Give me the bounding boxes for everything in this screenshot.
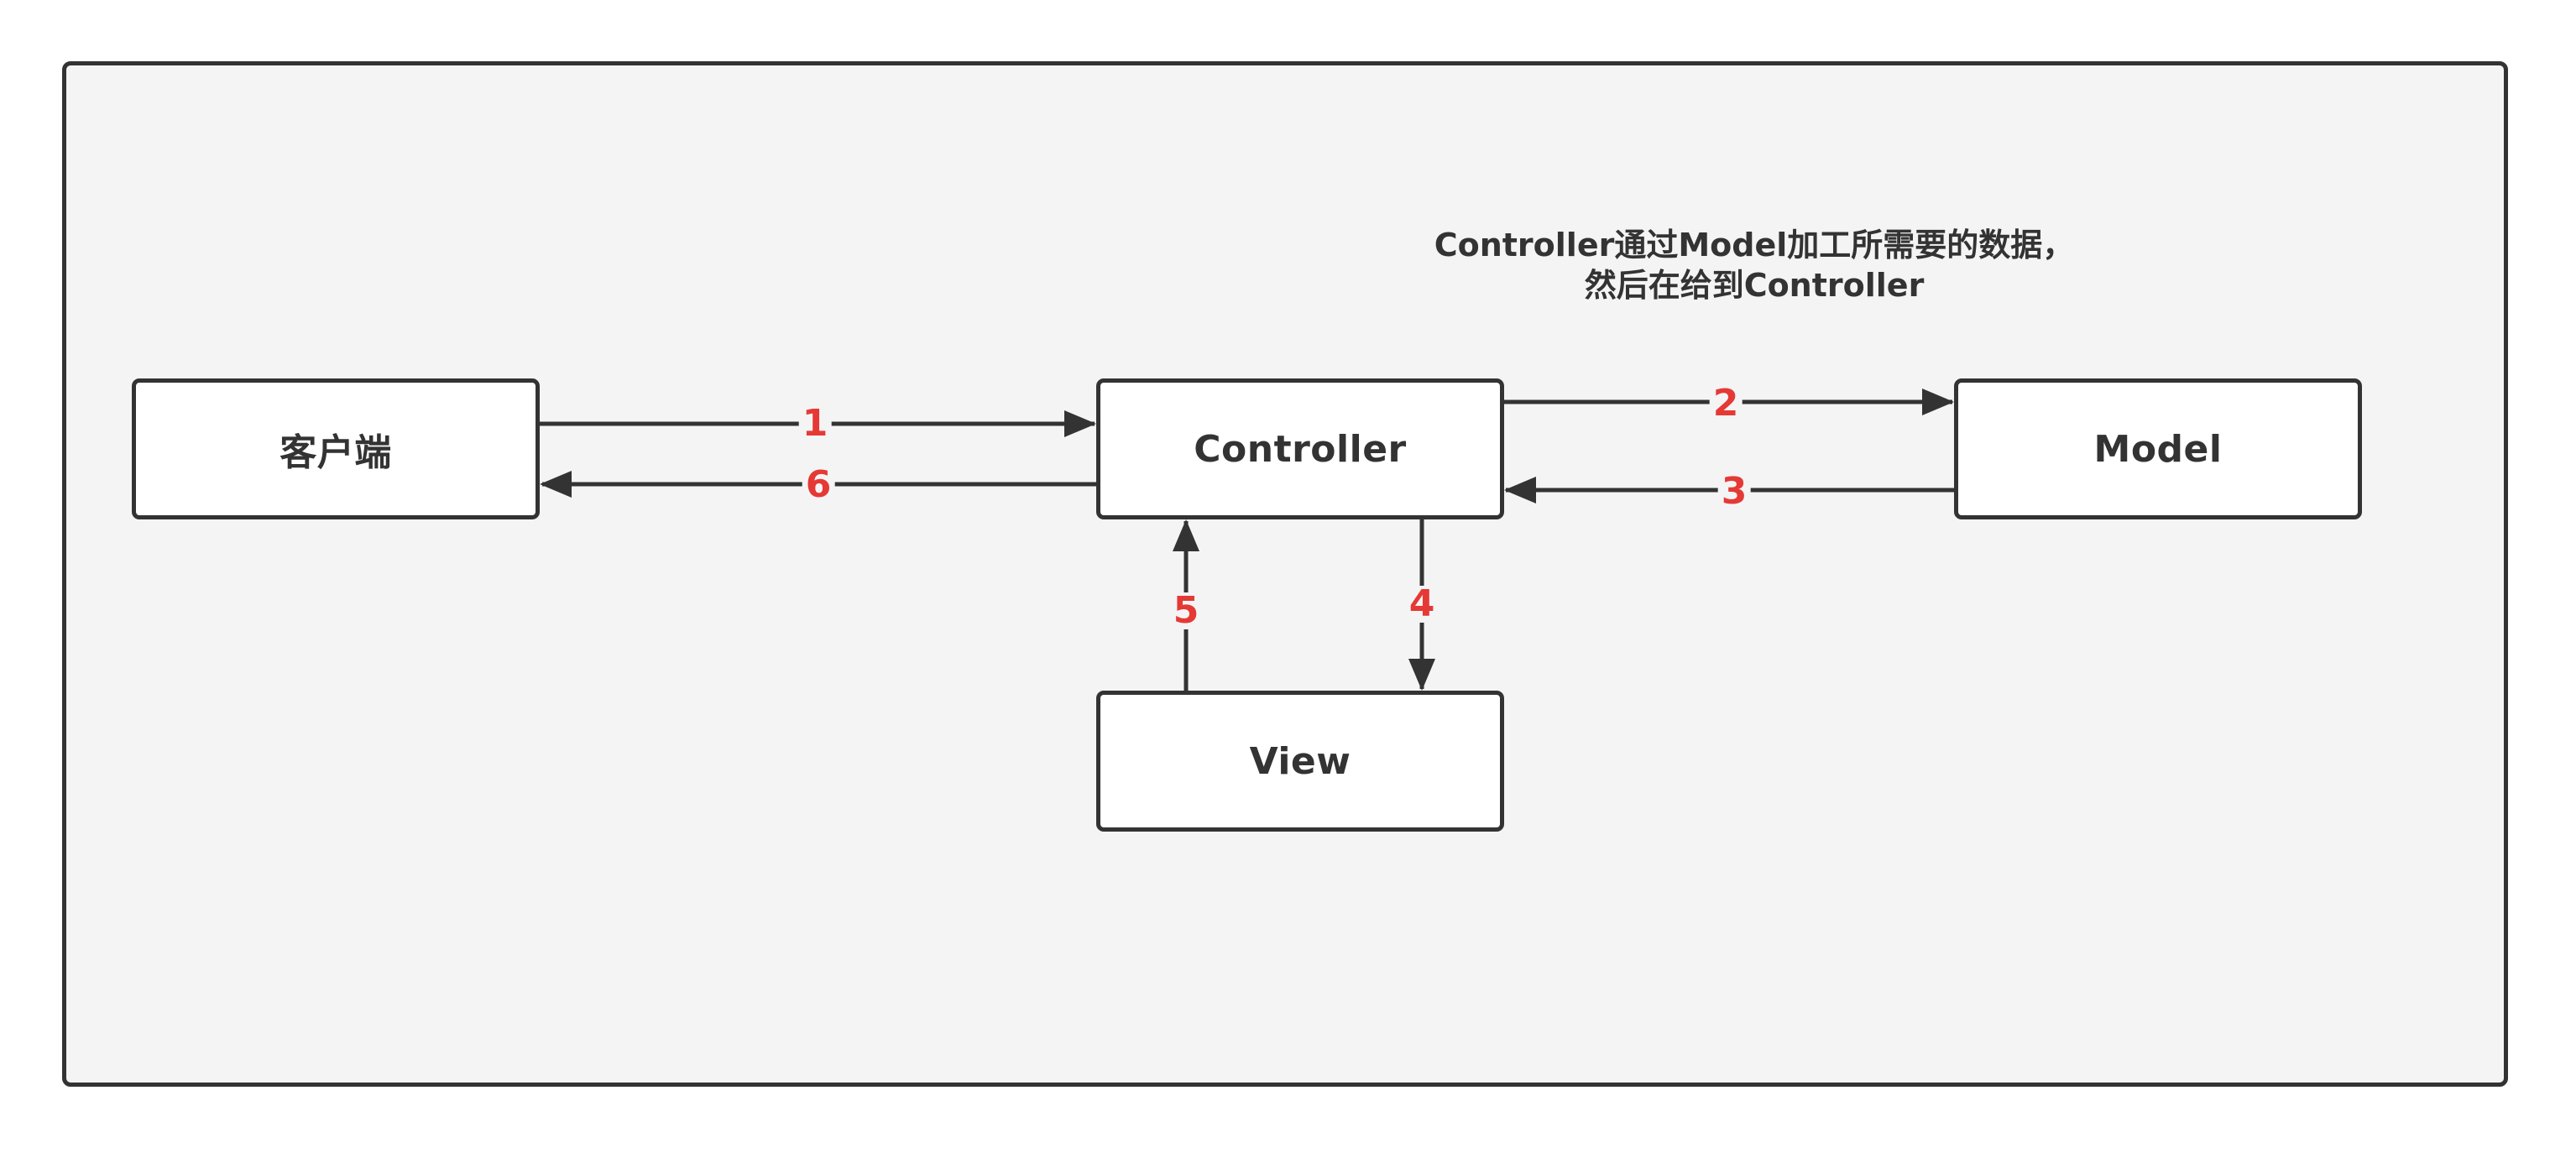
arrowhead-controller-to-client xyxy=(540,471,572,498)
step-label-5: 5 xyxy=(1169,592,1203,629)
model-node: Model xyxy=(1954,378,2362,519)
step-label-4: 4 xyxy=(1405,586,1439,623)
diagram-frame xyxy=(62,61,2508,1087)
client-node: 客户端 xyxy=(132,378,540,519)
view-node-label: View xyxy=(1249,739,1351,783)
note-line-1: Controller通过Model加工所需要的数据， xyxy=(1434,227,2075,263)
step-label-3: 3 xyxy=(1717,473,1751,510)
view-node: View xyxy=(1096,691,1504,832)
controller-model-note: Controller通过Model加工所需要的数据， 然后在给到Controll… xyxy=(1377,225,2132,305)
step-label-2: 2 xyxy=(1709,385,1743,422)
arrowhead-client-to-controller xyxy=(1064,410,1096,437)
client-node-label: 客户端 xyxy=(280,431,392,474)
arrowhead-controller-to-view xyxy=(1408,659,1435,691)
arrowhead-view-to-controller xyxy=(1173,519,1199,551)
arrowhead-controller-to-model xyxy=(1922,389,1954,415)
arrowhead-model-to-controller xyxy=(1504,477,1536,503)
step-label-1: 1 xyxy=(798,405,832,442)
step-label-6: 6 xyxy=(802,467,835,503)
model-node-label: Model xyxy=(2093,427,2223,471)
controller-node-label: Controller xyxy=(1194,427,1407,471)
controller-node: Controller xyxy=(1096,378,1504,519)
note-line-2: 然后在给到Controller xyxy=(1584,267,1925,304)
